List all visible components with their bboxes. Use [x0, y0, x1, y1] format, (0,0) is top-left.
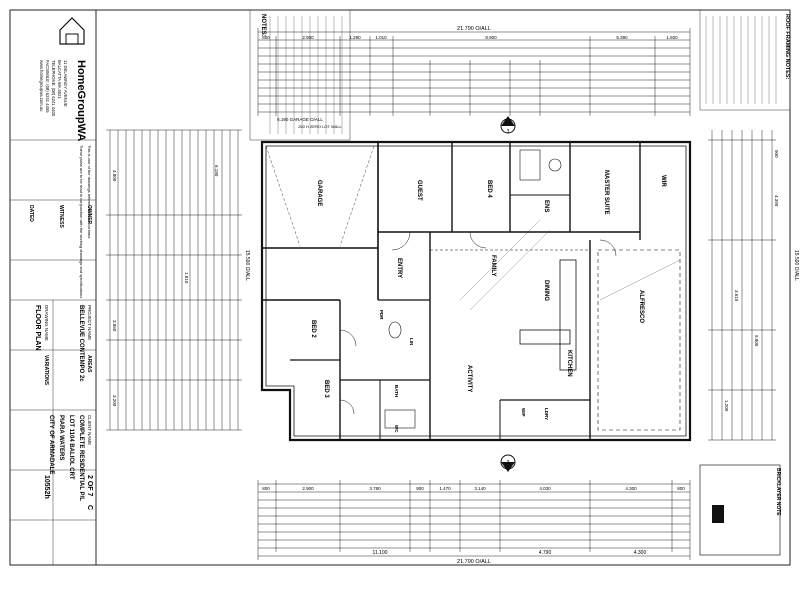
room-pdr: PDR	[379, 310, 384, 320]
dim-right-3: 9.800	[754, 335, 759, 347]
dim-left-4: 1.810	[184, 272, 189, 284]
room-alfresco: ALFRESCO	[638, 290, 644, 323]
dim-right-2: 4.390	[774, 195, 779, 207]
dim-bot-6: 3.140	[474, 486, 486, 491]
dim-bot-overall-3: 4.300	[634, 550, 647, 556]
section-marker-top: 3	[500, 116, 516, 135]
lot-address: LOT 1104 BALIOL CRT	[68, 415, 74, 480]
dim-bot-overall-1: 11.100	[373, 550, 388, 556]
council: CITY OF ARMADALE	[48, 415, 54, 474]
room-labels: GARAGE GUEST BED 4 MASTER SUITE WIR ENS …	[310, 170, 666, 433]
svg-text:3: 3	[507, 129, 510, 135]
room-wip: WIP	[521, 408, 526, 417]
witness-label: WITNESS	[58, 205, 64, 228]
dim-bot-4: 900	[416, 486, 424, 491]
room-guest: GUEST	[416, 180, 422, 201]
bottom-dimensions	[257, 480, 691, 560]
title-block: HomeGroupWA 11 DELAWNEY AVENUE BALCATTA …	[9, 9, 97, 566]
room-bath: BATH	[394, 385, 399, 397]
dim-bot-9: 800	[677, 486, 685, 491]
bricklayer-note: BRICKLAYER NOTE	[699, 464, 781, 556]
dim-top-5: 8.900	[485, 35, 497, 40]
project-name: BELLEVUE CONTEMPO 2c	[78, 305, 84, 382]
contract-note: This is one of the drawings referred to …	[87, 145, 92, 239]
revision: C	[86, 505, 93, 510]
company-telephone: TELEPHONE: (08) 6241 4400	[51, 60, 56, 117]
conjunction-note: These plans are to be read in conjunctio…	[79, 145, 84, 298]
dim-right-5: 1.200	[724, 400, 729, 412]
notes-heading: NOTES:	[260, 14, 266, 37]
roof-notes-heading: ROOF FRAMING NOTES:	[784, 14, 790, 80]
zero-lot-note: 250 H ZERO LOT WALL	[298, 124, 342, 129]
svg-text:3: 3	[507, 460, 510, 466]
room-entry: ENTRY	[396, 258, 402, 278]
dim-bot-2: 2.900	[302, 486, 314, 491]
dim-top-2: 2.900	[302, 35, 314, 40]
overall-depth-right: 15.590 O/ALL	[793, 250, 799, 281]
svg-text:BRICKLAYER NOTE: BRICKLAYER NOTE	[775, 468, 781, 516]
dim-bot-overall-2: 4.790	[539, 550, 552, 556]
room-bed3: BED 3	[323, 380, 329, 398]
top-dimensions	[257, 28, 691, 116]
dim-left-3: 3.200	[112, 395, 117, 407]
room-ens: ENS	[543, 200, 549, 212]
company-name: HomeGroupWA	[75, 60, 87, 141]
dim-bot-3: 3.780	[369, 486, 381, 491]
dim-bot-7: 4.030	[539, 486, 551, 491]
areas-label: AREAS	[86, 355, 92, 373]
owner-label: OWNER	[86, 205, 92, 225]
room-wir: WIR	[660, 175, 666, 187]
room-bed4: BED 4	[486, 180, 492, 198]
floor-plan	[260, 140, 692, 442]
drawing-name: FLOOR PLAN	[34, 305, 41, 351]
sheet-border	[9, 9, 791, 566]
dim-bot-8: 4.300	[625, 486, 637, 491]
room-bed2: BED 2	[310, 320, 316, 338]
suburb: PIARA WATERS	[58, 415, 64, 460]
company-facsimile: FACSIMILE: (08) 6241 4455	[45, 60, 50, 113]
dim-top-4: 1.010	[375, 35, 387, 40]
dim-bot-5: 1.470	[439, 486, 451, 491]
room-kitchen: KITCHEN	[566, 350, 572, 377]
room-dining: DINING	[543, 280, 549, 301]
client-name: COMPLETE RESIDENTIAL P/L	[78, 415, 84, 501]
dim-top-6: 5.390	[616, 35, 628, 40]
room-ldry: LDRY	[544, 408, 549, 420]
overall-width-top: 21.790 O/ALL	[457, 26, 491, 32]
dim-top-3: 1.290	[349, 35, 361, 40]
company-logo	[59, 17, 85, 45]
job-number: 10552h	[43, 475, 50, 499]
room-activity: ACTIVITY	[466, 365, 472, 392]
room-family: FAMILY	[490, 255, 496, 276]
overall-width-bottom: 21.790 O/ALL	[457, 559, 491, 565]
company-address-1: 11 DELAWNEY AVENUE	[63, 60, 68, 107]
dim-top-1: 800	[262, 35, 270, 40]
notes-strip: NOTES: ROOF FRAMING NOTES:	[249, 9, 791, 141]
room-garage: GARAGE	[316, 180, 322, 206]
company-website: www.homegroupwa.com.au	[39, 60, 44, 112]
variations-label: VARIATIONS	[43, 355, 49, 386]
garage-dim: 6.190 GARAGE O/ALL	[277, 117, 323, 122]
dim-right-4: 3.610	[734, 290, 739, 302]
dim-right-1: 900	[774, 150, 779, 158]
company-address-2: BALCATTA WA 6021	[57, 60, 62, 99]
room-wc: WC	[394, 425, 399, 433]
project-name-label: PROJECT NAME	[87, 305, 92, 340]
right-dimensions	[708, 130, 776, 441]
drawing-name-label: DRAWING NAME	[44, 305, 49, 341]
room-master: MASTER SUITE	[603, 170, 609, 215]
sheet-number: 2 OF 7	[86, 475, 93, 497]
left-dimensions	[106, 129, 242, 431]
dim-left-5: 6.190	[214, 165, 219, 177]
section-marker-bottom: 3	[500, 454, 516, 472]
client-label: CLIENT NAME	[87, 415, 92, 445]
dim-bot-1: 800	[262, 486, 270, 491]
dim-left-1: 4.800	[112, 170, 117, 182]
overall-depth-left: 15.590 O/ALL	[244, 250, 250, 281]
dated-label: DATED	[28, 205, 34, 222]
room-lin: LIN	[409, 338, 414, 345]
dim-top-7: 1.500	[666, 35, 678, 40]
dim-left-2: 3.860	[112, 320, 117, 332]
